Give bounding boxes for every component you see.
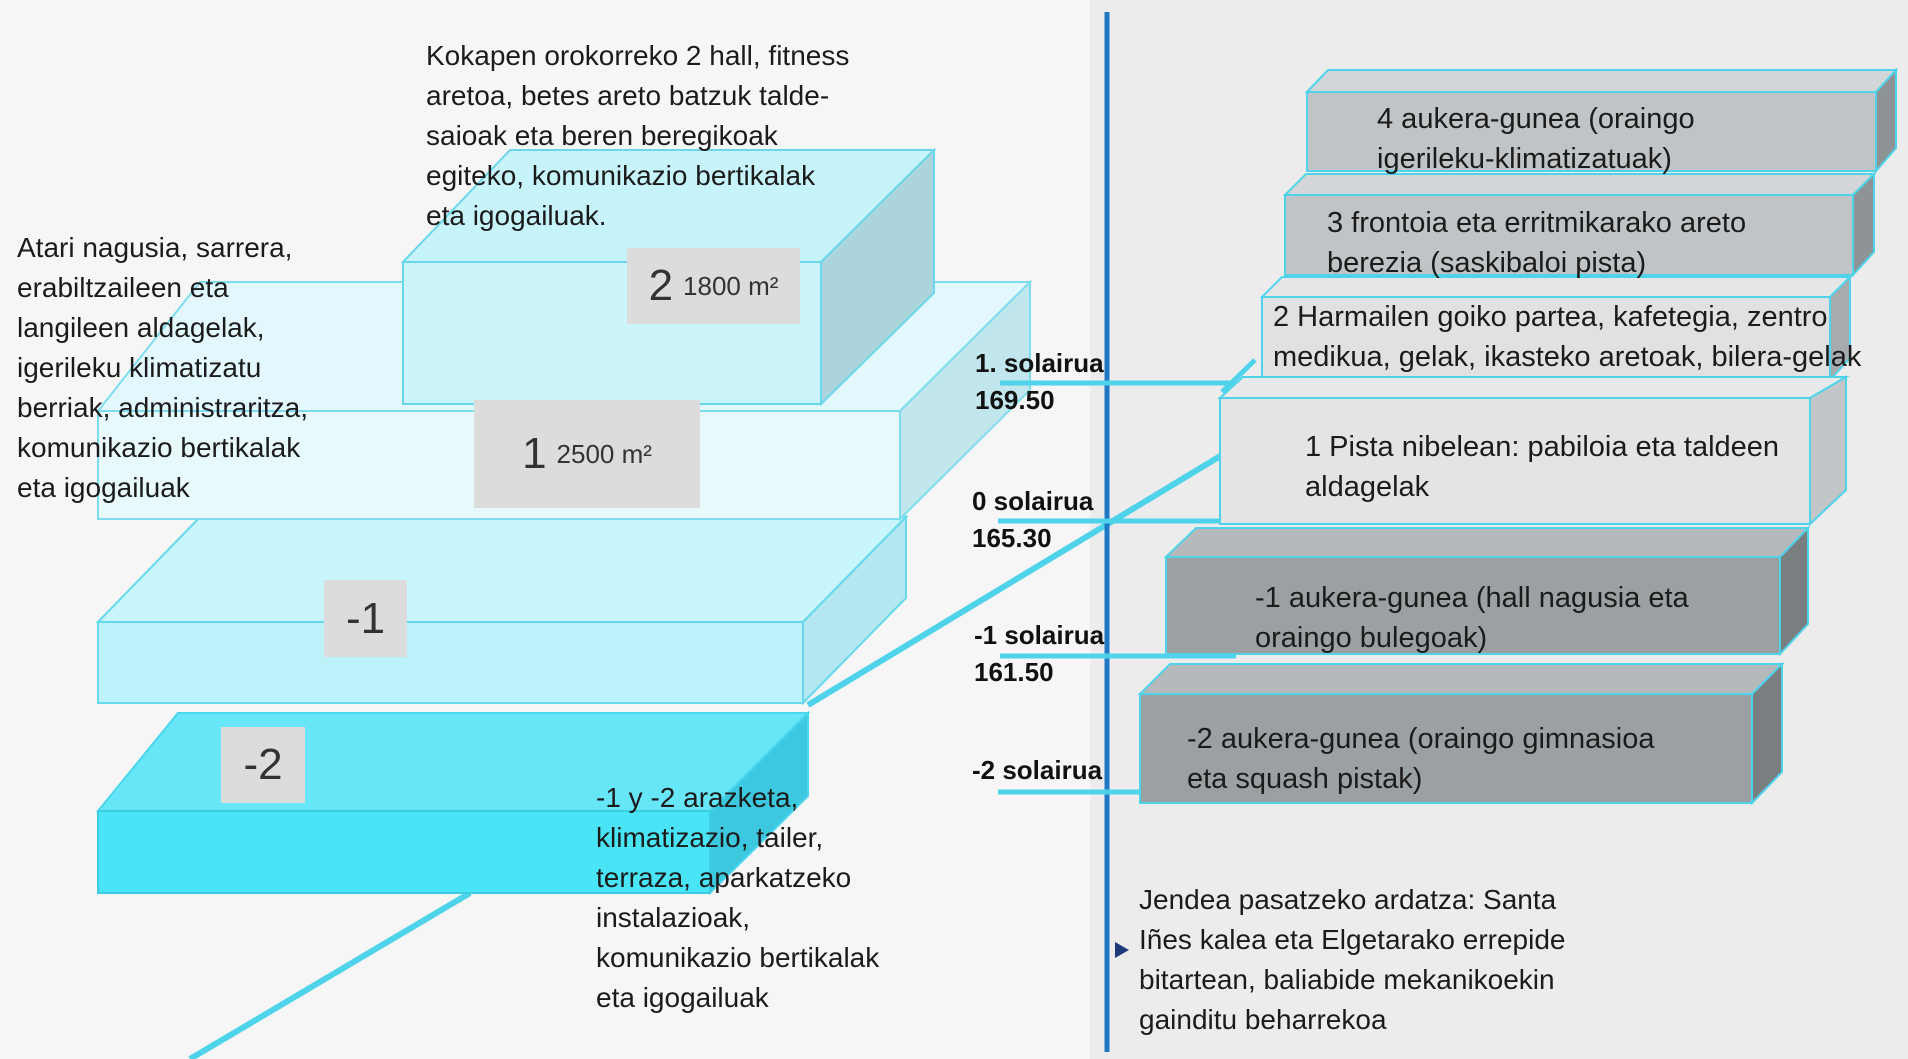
block-number: -2 [243,740,283,789]
block-area: 2500 m² [556,438,652,469]
box-minus1 [1163,525,1811,657]
level-name: 0 solairua [972,486,1094,516]
connector-line-bottom [188,890,472,1059]
level-label-1: 1. solairua 169.50 [975,345,1104,419]
block-number: 2 [648,261,674,310]
block-tag-1: 1 2500 m² [474,400,700,508]
box-3-text: 3 frontoia eta erritmikarako areto berez… [1327,207,1747,279]
box-minus1-text: -1 aukera-gunea (hall nagusia eta oraing… [1255,582,1689,654]
box-2-text: 2 Harmailen goiko partea, kafetegia, zen… [1273,301,1862,373]
box-3 [1282,171,1877,278]
level-height: 161.50 [974,657,1054,687]
block-number: 1 [522,429,547,478]
level-height: 169.50 [975,385,1055,415]
block-tag-minus2: -2 [221,727,305,803]
level-name: 1. solairua [975,348,1104,378]
block-level-2 [400,147,937,407]
block-level-minus1 [95,514,909,706]
box-1 [1217,375,1850,527]
block-tag-2: 2 1800 m² [627,248,800,324]
connector-line-short [1220,358,1257,394]
block-number: -1 [345,593,386,643]
block-area: 1800 m² [683,270,779,301]
box-4 [1304,67,1899,174]
arrow-bullet-icon [1115,942,1129,958]
box-2 [1259,274,1853,383]
level-name: -1 solairua [974,620,1105,650]
level-name: -2 solairua [972,755,1103,785]
box-minus2-text: -2 aukera-gunea (oraingo gimnasioa eta s… [1187,723,1655,795]
text-lower-levels-description: -1 y -2 arazketa, klimatizazio, tailer, … [596,782,880,1013]
connector-line-diagonal [806,452,1224,708]
level-label-minus1: -1 solairua 161.50 [974,617,1104,691]
footnote-text: Jendea pasatzeko ardatza: Santa Iñes kal… [1139,884,1566,1035]
box-minus2 [1137,661,1785,806]
box-1-text: 1 Pista nibelean: pabiloia eta taldeen a… [1305,431,1780,503]
level-label-minus2: -2 solairua [972,752,1102,789]
box-4-text: 4 aukera-gunea (oraingo igerileku-klimat… [1377,103,1695,175]
block-tag-minus1: -1 [324,580,407,657]
level-height: 165.30 [972,523,1052,553]
text-level-1-description: Atari nagusia, sarrera, erabiltzaileen e… [17,232,308,503]
text-level-2-description: Kokapen orokorreko 2 hall, fitness areto… [426,40,850,231]
level-label-0: 0 solairua 165.30 [972,483,1093,557]
